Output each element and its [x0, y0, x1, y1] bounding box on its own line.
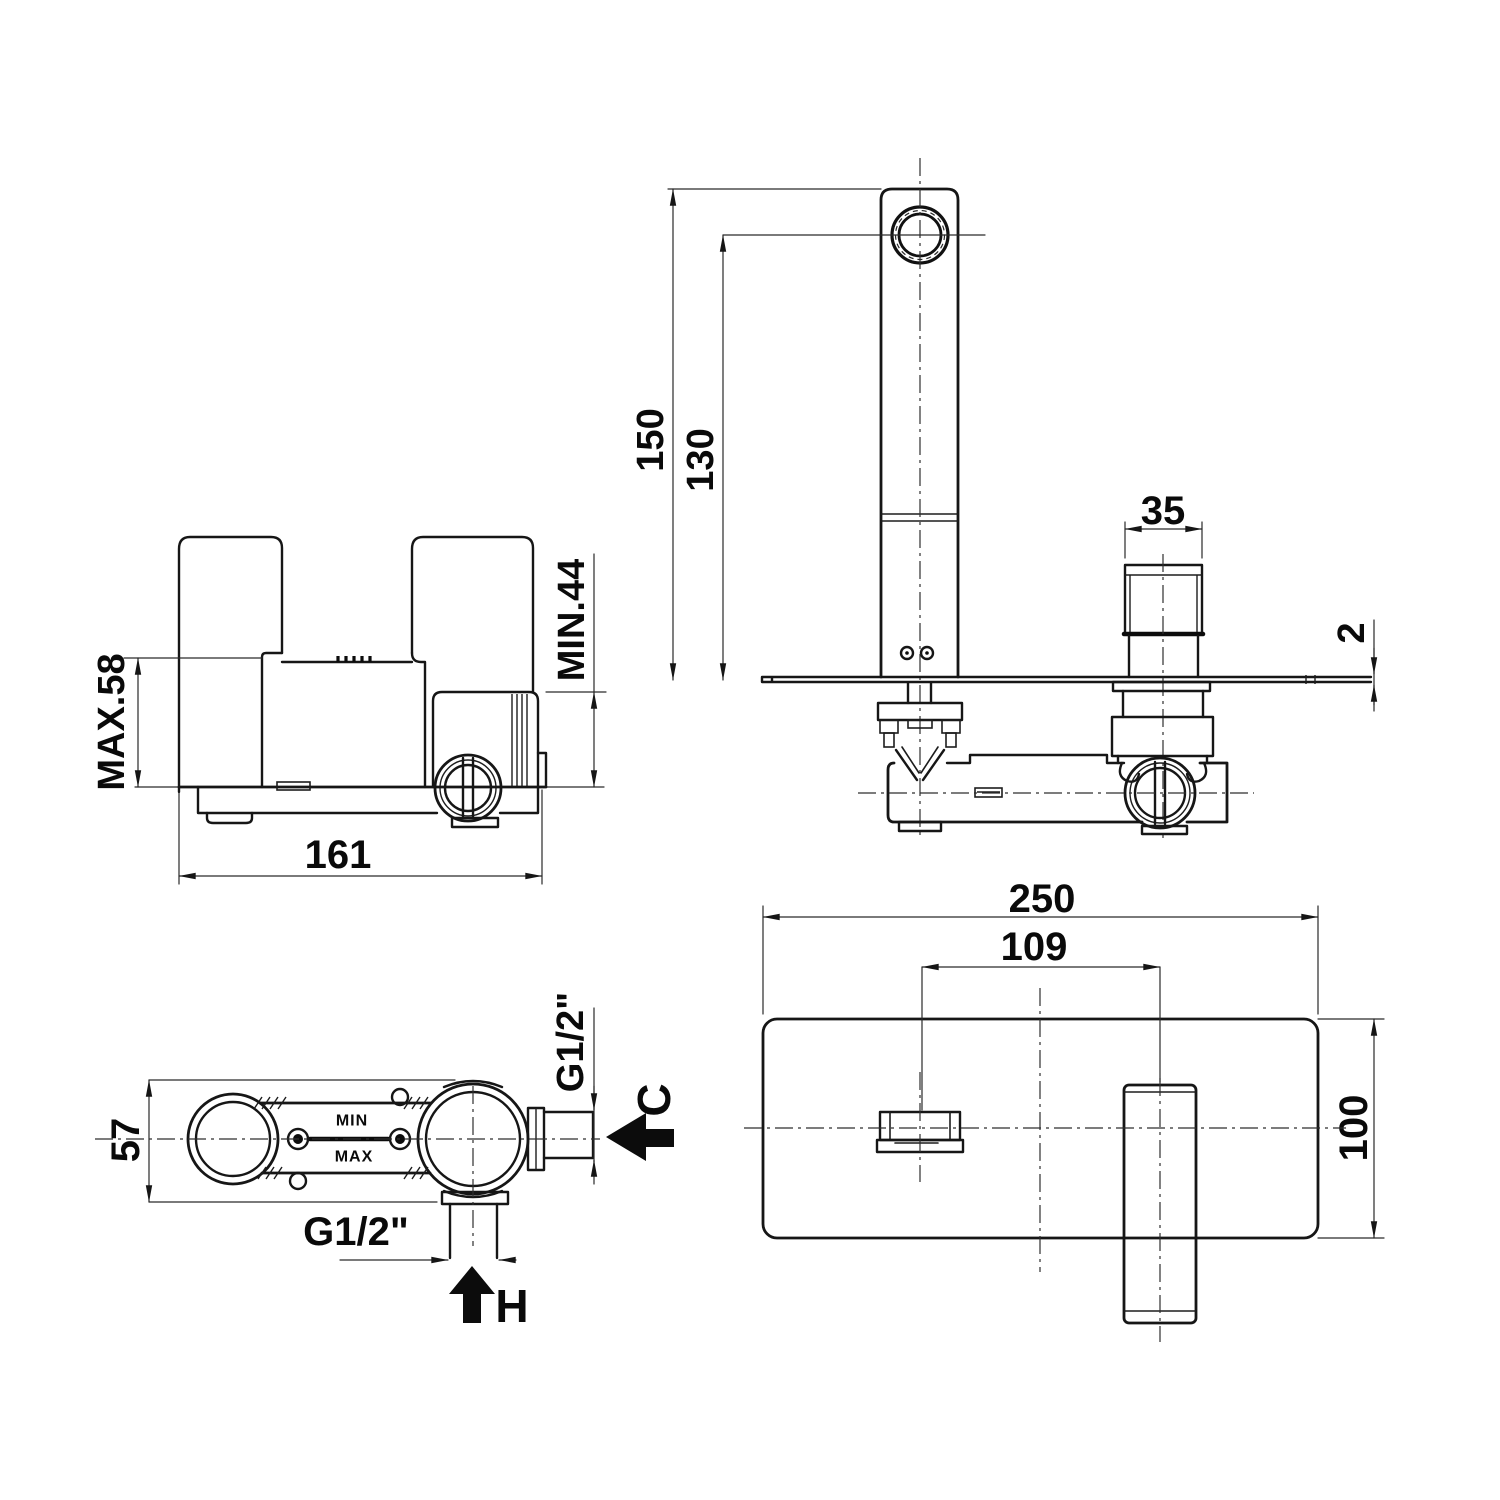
view-trim-side: 150 130 2 35 — [630, 158, 1378, 838]
dim-109-label: 109 — [1001, 925, 1068, 969]
view-rough-body-plan: 57 MIN MAX — [95, 992, 680, 1332]
dim-min44-label: MIN.44 — [551, 559, 593, 681]
dim-130: 130 — [680, 234, 727, 681]
dim-57: 57 — [104, 1079, 456, 1203]
hot-inlet-stub — [440, 1190, 510, 1260]
dim-161: 161 — [178, 789, 543, 885]
view-rough-body-side: MAX.58 MIN.44 161 — [91, 535, 607, 885]
dim-250: 250 — [762, 877, 1319, 1015]
dim-g12-side: G1/2" — [550, 992, 598, 1185]
base-slot — [276, 781, 311, 791]
dim-150-label: 150 — [630, 408, 672, 471]
top-lug — [390, 1087, 410, 1107]
dim-35: 35 — [1124, 489, 1203, 559]
fixing-screws — [899, 645, 935, 661]
dim-g12-bottom-label: G1/2" — [303, 1210, 409, 1254]
cold-flow-arrow — [606, 1113, 674, 1161]
view-plate-front: 250 109 100 — [744, 877, 1385, 1342]
bottom-lug — [288, 1171, 308, 1191]
dim-2-label: 2 — [1331, 622, 1373, 643]
wall-plate-edge — [760, 675, 1373, 684]
cold-label: C — [628, 1083, 680, 1116]
max-marking: MAX — [335, 1149, 374, 1166]
dim-109: 109 — [921, 925, 1161, 1111]
hot-flow-arrow — [449, 1266, 495, 1323]
knurl-hatching — [253, 1096, 429, 1180]
dim-max58: MAX.58 — [91, 653, 263, 791]
pipe-foot — [450, 816, 500, 829]
hot-label: H — [495, 1280, 528, 1332]
dim-150: 150 — [630, 188, 677, 681]
dim-250-label: 250 — [1009, 877, 1076, 921]
dim-g12-bottom: G1/2" — [303, 1210, 517, 1264]
min-marking: MIN — [336, 1113, 368, 1130]
dim-161-label: 161 — [305, 833, 372, 877]
dim-min44: MIN.44 — [545, 553, 607, 788]
dim-2: 2 — [1331, 619, 1378, 712]
dim-g12-side-label: G1/2" — [550, 992, 592, 1092]
dim-130-label: 130 — [680, 428, 722, 491]
behind-wall-hardware — [876, 680, 1229, 836]
dim-57-label: 57 — [104, 1118, 148, 1163]
dim-max58-label: MAX.58 — [91, 653, 133, 790]
mounting-foot — [205, 811, 254, 825]
vent-slots — [336, 656, 372, 662]
dim-35-label: 35 — [1141, 489, 1186, 533]
